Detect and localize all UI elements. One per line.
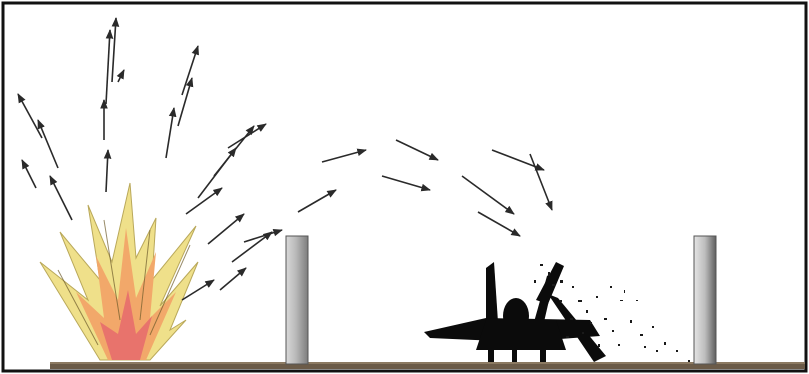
debris-fragment	[572, 286, 574, 288]
debris-fragment	[570, 318, 573, 320]
debris-fragment	[630, 320, 632, 323]
debris-fragment	[636, 300, 638, 301]
debris-fragment	[598, 344, 600, 347]
concrete-wall-left	[286, 236, 308, 364]
debris-fragment	[540, 264, 543, 266]
debris-fragment	[582, 332, 584, 334]
debris-fragment	[560, 300, 562, 302]
debris-fragment	[610, 286, 612, 288]
debris-fragment	[590, 322, 592, 324]
debris-fragment	[688, 360, 690, 362]
debris-fragment	[652, 326, 654, 328]
debris-fragment	[552, 284, 555, 286]
concrete-wall-right	[694, 236, 716, 364]
debris-fragment	[664, 342, 666, 345]
debris-fragment	[586, 310, 588, 313]
debris-fragment	[644, 346, 646, 348]
ground	[50, 362, 805, 369]
debris-fragment	[624, 290, 625, 293]
debris-fragment	[566, 336, 569, 338]
debris-fragment	[578, 300, 582, 302]
debris-fragment	[640, 334, 643, 336]
debris-fragment	[604, 318, 607, 320]
debris-fragment	[612, 330, 614, 332]
debris-fragment	[618, 344, 620, 346]
debris-fragment	[656, 350, 658, 352]
debris-fragment	[534, 280, 536, 283]
debris-fragment	[560, 280, 563, 283]
debris-fragment	[596, 296, 598, 298]
debris-fragment	[548, 272, 550, 276]
debris-fragment	[620, 300, 623, 301]
debris-fragment	[676, 350, 678, 352]
